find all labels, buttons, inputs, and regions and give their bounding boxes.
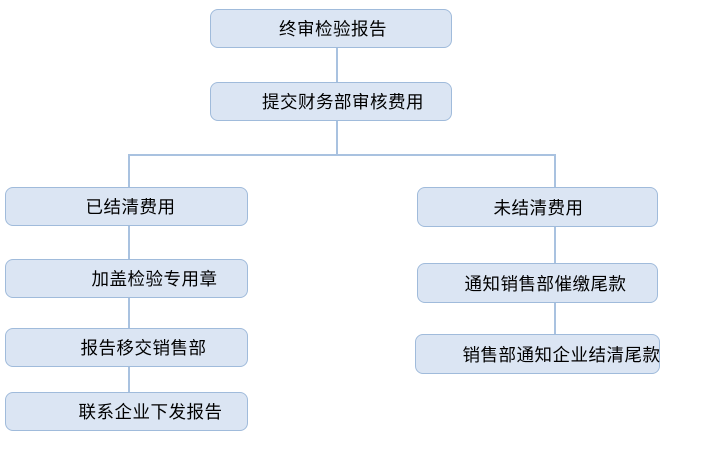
- connector-transfer-to-contact: [128, 367, 130, 392]
- connector-notify-to-sales-notify: [554, 303, 556, 334]
- flow-node-fees-unsettled: 未结清费用: [417, 187, 658, 227]
- connector-settled-to-stamp: [128, 226, 130, 259]
- flow-node-fees-settled: 已结清费用: [5, 187, 248, 226]
- flow-node-report-to-sales: 报告移交销售部: [5, 328, 248, 367]
- connector-branch-horizontal: [128, 154, 556, 156]
- flow-node-submit-finance: 提交财务部审核费用: [210, 82, 452, 121]
- connector-stamp-to-transfer: [128, 298, 130, 328]
- flow-node-notify-sales-dept: 通知销售部催缴尾款: [417, 263, 658, 303]
- connector-final-to-submit: [336, 48, 338, 82]
- connector-unsettled-to-notify: [554, 227, 556, 263]
- flow-node-stamp-seal: 加盖检验专用章: [5, 259, 248, 298]
- flow-node-sales-notify-enterprise: 销售部通知企业结清尾款: [415, 334, 660, 374]
- flow-node-contact-enterprise: 联系企业下发报告: [5, 392, 248, 431]
- connector-submit-to-branch: [336, 121, 338, 155]
- connector-branch-to-settled: [128, 154, 130, 187]
- flow-node-final-report: 终审检验报告: [210, 9, 452, 48]
- connector-branch-to-unsettled: [554, 154, 556, 187]
